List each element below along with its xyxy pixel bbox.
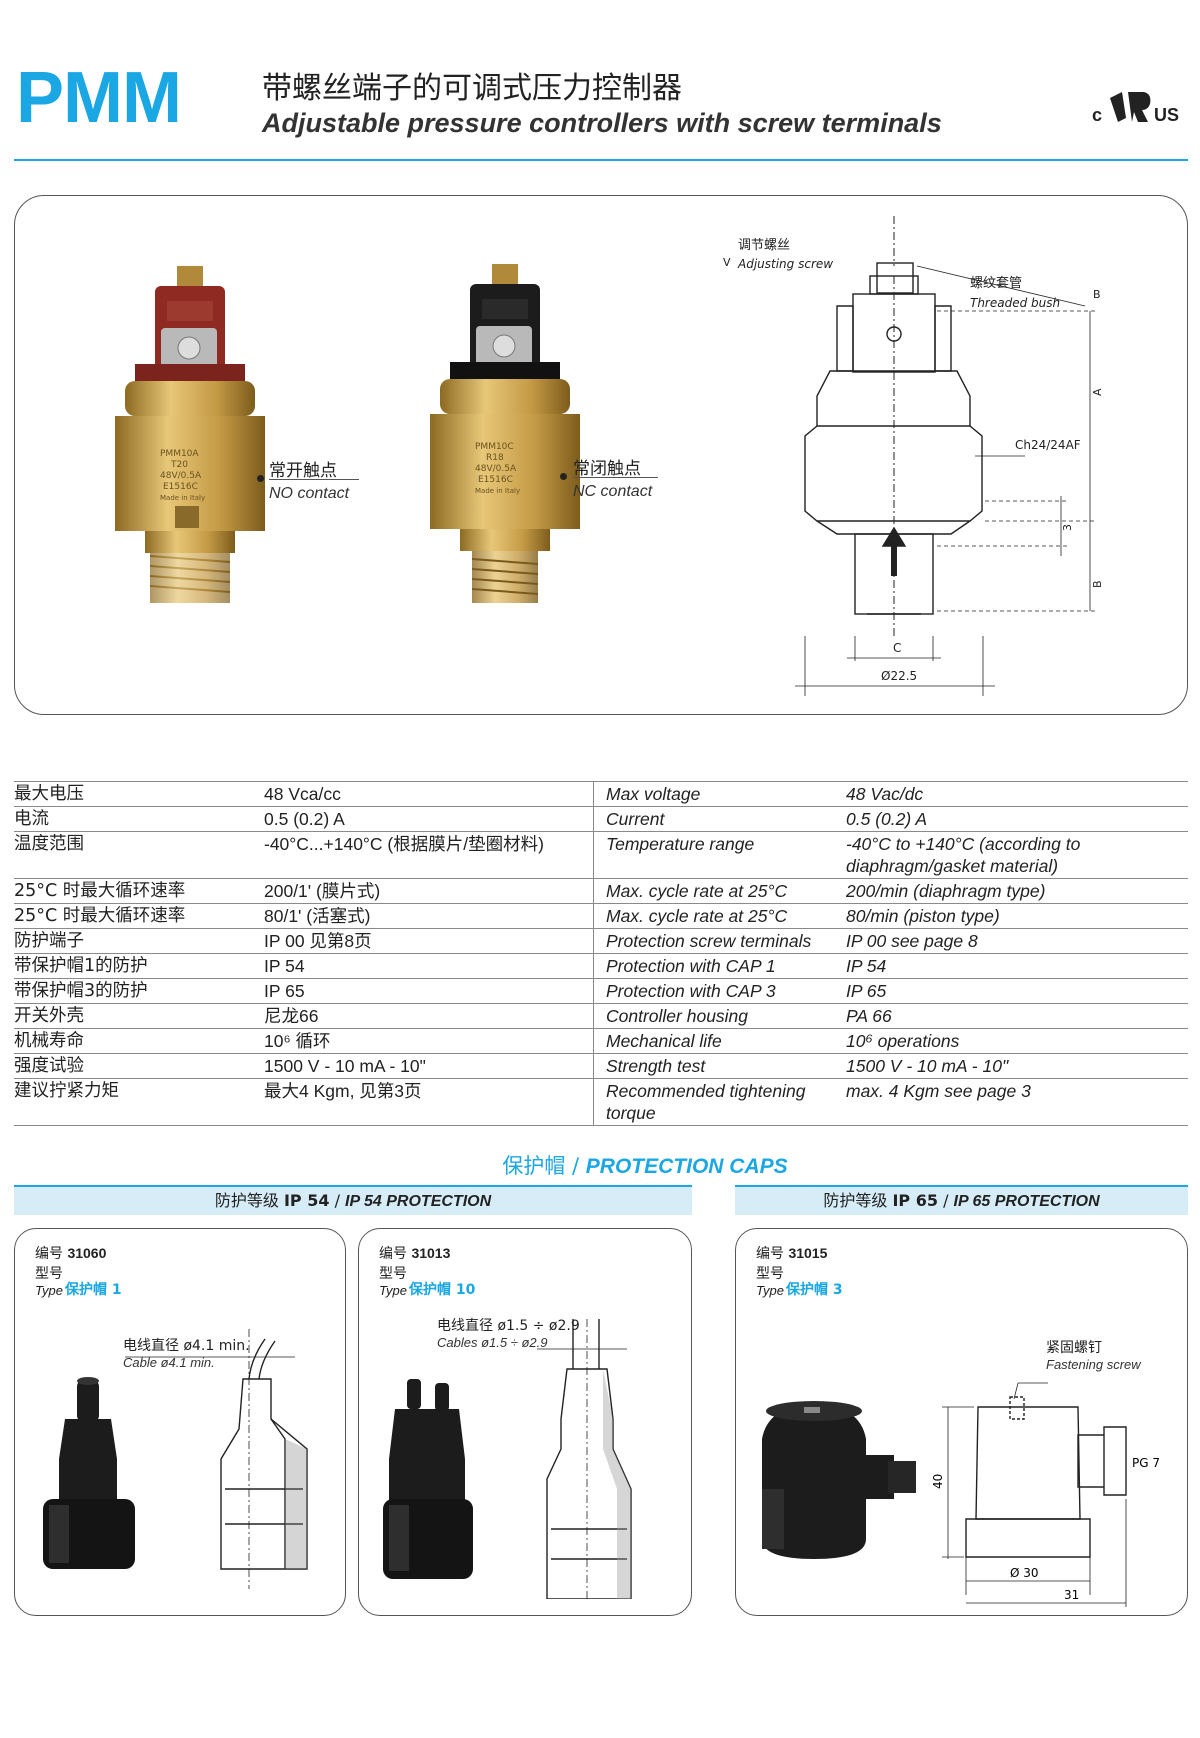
product-illustration-box: PMM10A T20 48V/0.5A E1516C Made in Italy… [14, 195, 1188, 715]
band-ip65-cn: 防护等级 [823, 1191, 888, 1210]
cap-card-31015: 编号 31015 型号 Type 保护帽 3 紧固螺钉 Fastening sc… [735, 1228, 1188, 1616]
svg-text:A: A [1091, 388, 1104, 396]
cap-type-value: 保护帽 10 [409, 1282, 476, 1298]
svg-text:C: C [893, 641, 901, 655]
svg-text:调节螺丝: 调节螺丝 [738, 238, 790, 253]
cable-label-en: Cables ø1.5 ÷ ø2.9 [437, 1335, 548, 1350]
callout-line [269, 479, 359, 480]
ul-cert-mark: c US [1092, 92, 1179, 125]
svg-text:40: 40 [931, 1474, 945, 1489]
cap1-illustration [43, 1329, 308, 1589]
caps-heading-cn: 保护帽 [502, 1154, 566, 1178]
cap-code: 编号 31060 [35, 1245, 107, 1262]
cable-label-cn: 电线直径 ø1.5 ÷ ø2.9 [437, 1318, 580, 1334]
svg-text:螺纹套管: 螺纹套管 [970, 275, 1022, 291]
band-ip54-cn: 防护等级 [214, 1191, 279, 1210]
caps-heading: 保护帽 / PROTECTION CAPS [0, 1150, 1200, 1180]
type-label-cn: 型号 [35, 1266, 63, 1282]
cert-us: US [1154, 105, 1179, 125]
screw-label-cn: 紧固螺钉 [1046, 1340, 1102, 1356]
cert-c: c [1092, 105, 1102, 125]
svg-text:Made in Italy: Made in Italy [475, 487, 520, 495]
cap10-illustration [383, 1319, 632, 1599]
cable-label-cn: 电线直径 ø4.1 min. [123, 1338, 250, 1354]
cap-card-31013: 编号 31013 型号 Type 保护帽 10 电线直径 ø1.5 ÷ ø2.9… [358, 1228, 692, 1616]
type-label-cn: 型号 [756, 1266, 784, 1282]
photo-no-label: PMM10A T20 48V/0.5A E1516C Made in Italy [160, 449, 205, 502]
band-ip54: 防护等级 IP 54 / IP 54 PROTECTION [14, 1185, 692, 1215]
svg-text:Ø 30: Ø 30 [1010, 1566, 1039, 1580]
type-label-cn: 型号 [379, 1266, 407, 1282]
svg-text:PG 7: PG 7 [1132, 1456, 1160, 1470]
photo-nc-contact-controller: PMM10C R18 48V/0.5A E1516C Made in Italy [430, 264, 580, 603]
svg-text:T20: T20 [170, 460, 188, 470]
header-rule [14, 159, 1188, 161]
band-ip65-code: IP 65 [892, 1191, 938, 1210]
svg-text:48V/0.5A: 48V/0.5A [475, 464, 517, 474]
cable-label-en: Cable ø4.1 min. [123, 1355, 215, 1370]
svg-text:Made in Italy: Made in Italy [160, 494, 205, 502]
type-label-en: Type [35, 1283, 63, 1298]
page-title-en: Adjustable pressure controllers with scr… [262, 108, 942, 138]
band-ip54-en: IP 54 PROTECTION [345, 1193, 492, 1210]
technical-drawing: V 调节螺丝 Adjusting screw 螺纹套管 Threaded bus… [723, 216, 1104, 696]
cap-type-value: 保护帽 3 [786, 1282, 843, 1298]
page-title-cn: 带螺丝端子的可调式压力控制器 [262, 71, 682, 106]
callout-line [573, 477, 658, 478]
band-sep: / [943, 1191, 949, 1210]
cap3-illustration: 40 Ø 30 31 PG 7 [762, 1382, 1160, 1607]
band-ip65: 防护等级 IP 65 / IP 65 PROTECTION [735, 1185, 1188, 1215]
cap-code: 编号 31013 [379, 1245, 451, 1262]
svg-text:Adjusting screw: Adjusting screw [737, 257, 833, 271]
nc-contact-label-en: NC contact [573, 483, 653, 500]
svg-text:3: 3 [1061, 524, 1074, 531]
photo-nc-label: PMM10C R18 48V/0.5A E1516C Made in Italy [475, 442, 520, 495]
type-label-en: Type [756, 1283, 784, 1298]
callout-dot [257, 475, 264, 482]
svg-text:Ø22.5: Ø22.5 [881, 669, 917, 683]
svg-text:V: V [723, 256, 731, 269]
cap-code: 编号 31015 [756, 1245, 828, 1262]
svg-text:B: B [1091, 580, 1104, 588]
svg-text:E1516C: E1516C [478, 475, 513, 485]
screw-label-en: Fastening screw [1046, 1357, 1141, 1372]
band-sep: / [334, 1191, 340, 1210]
svg-text:B: B [1093, 288, 1101, 301]
spec-row: 温度范围-40°C...+140°C (根据膜片/垫圈材料)Temperatur… [14, 832, 1188, 879]
svg-text:E1516C: E1516C [163, 482, 198, 492]
caps-heading-sep: / [572, 1154, 580, 1178]
photo-no-contact-controller: PMM10A T20 48V/0.5A E1516C Made in Italy [115, 266, 265, 603]
nc-contact-label-cn: 常闭触点 [573, 459, 641, 479]
svg-text:48V/0.5A: 48V/0.5A [160, 471, 202, 481]
type-label-en: Type [379, 1283, 407, 1298]
band-ip54-code: IP 54 [283, 1191, 330, 1210]
svg-text:Threaded bush: Threaded bush [970, 296, 1060, 310]
no-contact-label-cn: 常开触点 [269, 461, 337, 481]
svg-text:R18: R18 [486, 453, 504, 463]
no-contact-label-en: NO contact [269, 485, 350, 502]
caps-heading-en: PROTECTION CAPS [585, 1155, 788, 1178]
svg-text:PMM10C: PMM10C [475, 442, 514, 452]
callout-dot [560, 473, 567, 480]
brand-logo: PMM [16, 58, 182, 138]
svg-text:31: 31 [1064, 1588, 1079, 1602]
svg-text:Ch24/24AF: Ch24/24AF [1015, 438, 1081, 452]
cap-type-value: 保护帽 1 [65, 1282, 122, 1298]
svg-text:PMM10A: PMM10A [160, 449, 199, 459]
cap-card-31060: 编号 31060 型号 Type 保护帽 1 电线直径 ø4.1 min. Ca… [14, 1228, 346, 1616]
band-ip65-en: IP 65 PROTECTION [953, 1193, 1100, 1210]
